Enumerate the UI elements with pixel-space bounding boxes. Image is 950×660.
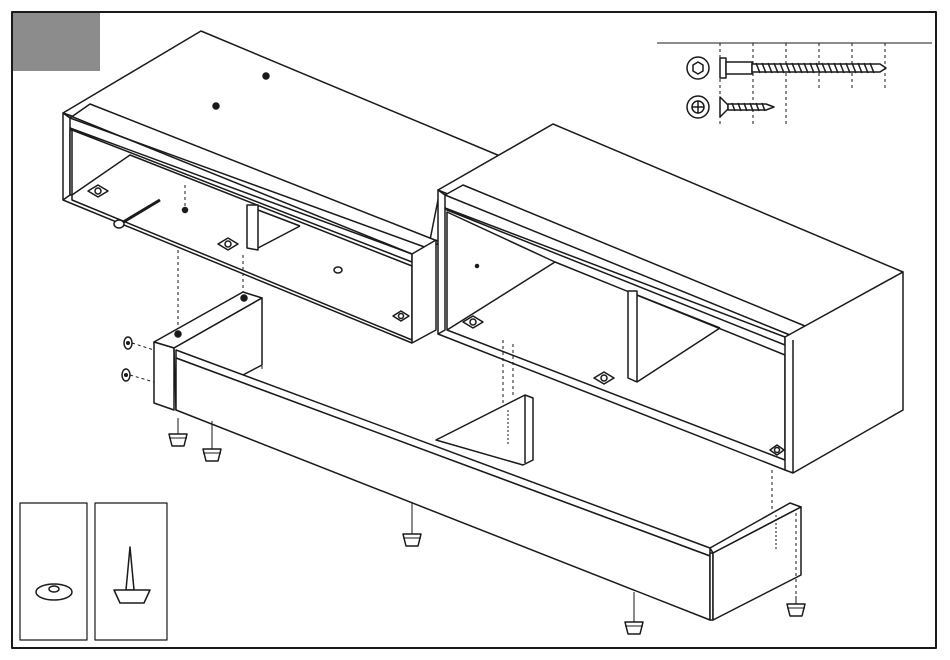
inset-felt-pad [20, 503, 87, 640]
inset-nail-glide [95, 503, 167, 640]
nail-glide [403, 502, 421, 546]
felt-pad [122, 369, 130, 381]
phillips-icon [687, 96, 709, 118]
hex-socket-icon [687, 57, 709, 79]
dowel-hole [213, 103, 219, 109]
felt-pad-icon [36, 584, 72, 600]
fastener-legend [657, 43, 932, 125]
left-cabinet [63, 31, 500, 370]
dowel-hole [263, 73, 269, 79]
step-number-box [13, 13, 100, 71]
nail-glide [787, 596, 805, 616]
nail-glide [169, 418, 187, 446]
wood-screw [720, 97, 774, 117]
nail-glide [625, 592, 643, 634]
confirmat-screw [720, 58, 886, 78]
felt-pad [124, 337, 132, 349]
